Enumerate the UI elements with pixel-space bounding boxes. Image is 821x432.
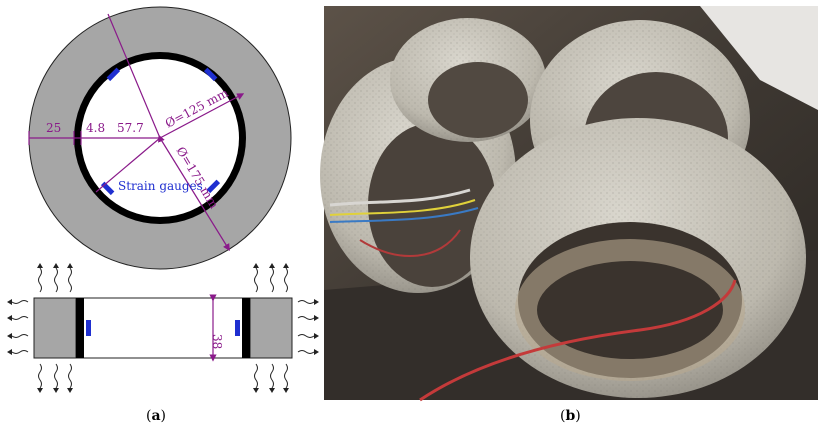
concrete-left xyxy=(33,297,77,359)
ring-hole xyxy=(368,123,496,287)
wire xyxy=(329,199,476,216)
dim-height: 38 xyxy=(210,334,224,349)
concrete-right xyxy=(249,297,293,359)
wire xyxy=(329,207,479,223)
dim-steel-thickness: 4.8 xyxy=(86,121,105,135)
wire xyxy=(359,229,461,257)
strain-gauge xyxy=(106,67,121,82)
caption-a: (a) xyxy=(146,408,166,424)
dimension-lines xyxy=(28,13,245,252)
strain-gauge-label: Strain gauges xyxy=(118,179,203,193)
wall-corner xyxy=(700,6,818,110)
wire xyxy=(419,279,737,402)
specimen-photo xyxy=(320,6,818,402)
ring-top-view: 25 4.8 57.7 Ø=125 mm Ø=175 mm Strain gau… xyxy=(28,6,292,270)
drying-arrows xyxy=(11,267,315,389)
dim-inner-radius: 57.7 xyxy=(117,121,144,135)
ring-hole xyxy=(428,62,528,138)
strain-gauge xyxy=(206,179,221,194)
strain-gauge xyxy=(203,67,218,82)
steel-inner-ring xyxy=(515,239,745,381)
dim-ring-width: 25 xyxy=(46,121,61,135)
wire xyxy=(329,188,471,207)
strain-gauge-left xyxy=(86,320,91,336)
steel-right xyxy=(242,298,250,358)
strain-gauge-right xyxy=(235,320,240,336)
steel-left xyxy=(76,298,84,358)
caption-b: (b) xyxy=(560,408,581,424)
ring-side-section: 38 xyxy=(7,263,319,393)
arrowheads xyxy=(7,263,319,393)
